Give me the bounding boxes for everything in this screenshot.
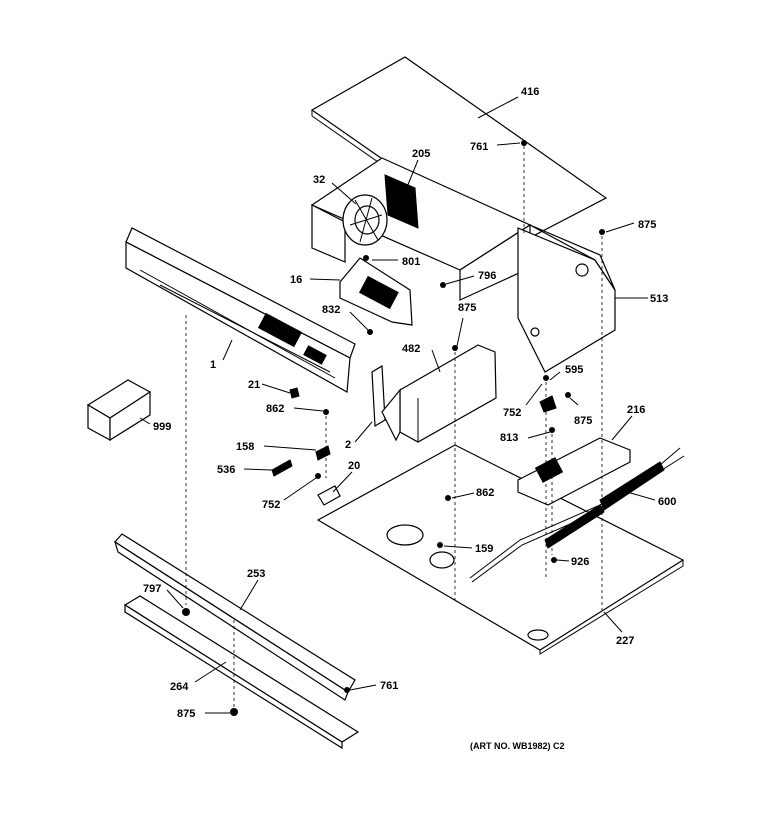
control-board bbox=[339, 257, 413, 326]
label-752: 752 bbox=[262, 499, 280, 511]
label-227: 227 bbox=[616, 635, 634, 647]
side-bracket bbox=[371, 364, 386, 428]
label-801: 801 bbox=[402, 256, 420, 268]
label-536: 536 bbox=[217, 464, 235, 476]
right-side-panel bbox=[517, 224, 616, 373]
label-999: 999 bbox=[153, 421, 171, 433]
label-216: 216 bbox=[627, 404, 645, 416]
label-264: 264 bbox=[170, 681, 189, 693]
label-832: 832 bbox=[322, 304, 340, 316]
label-1: 1 bbox=[210, 359, 216, 371]
label-813: 813 bbox=[500, 432, 518, 444]
label-416: 416 bbox=[521, 86, 539, 98]
control-panel-strip bbox=[125, 227, 356, 393]
label-21: 21 bbox=[248, 379, 260, 391]
label-862: 862 bbox=[476, 487, 494, 499]
blower-fan bbox=[342, 194, 388, 246]
label-862: 862 bbox=[266, 403, 284, 415]
label-797: 797 bbox=[143, 583, 161, 595]
label-205: 205 bbox=[412, 148, 430, 160]
vent-grille bbox=[384, 174, 419, 229]
label-159: 159 bbox=[475, 543, 493, 555]
label-16: 16 bbox=[290, 274, 302, 286]
label-513: 513 bbox=[650, 293, 668, 305]
art-number: (ART NO. WB1982) C2 bbox=[470, 741, 565, 751]
label-926: 926 bbox=[571, 556, 589, 568]
label-600: 600 bbox=[658, 496, 676, 508]
label-158: 158 bbox=[236, 441, 254, 453]
alignment-lines bbox=[185, 146, 603, 708]
label-20: 20 bbox=[348, 460, 360, 472]
label-761: 761 bbox=[470, 141, 488, 153]
label-875: 875 bbox=[458, 302, 476, 314]
label-796: 796 bbox=[478, 270, 496, 282]
part-labels: 416 761 205 32 875 801 16 796 513 832 87… bbox=[143, 86, 676, 751]
air-duct bbox=[381, 344, 497, 443]
label-482: 482 bbox=[402, 343, 420, 355]
label-2: 2 bbox=[345, 439, 351, 451]
bottom-trim bbox=[113, 533, 356, 701]
label-761: 761 bbox=[380, 680, 398, 692]
label-875: 875 bbox=[177, 708, 195, 720]
leader-lines bbox=[139, 96, 656, 714]
accessory-box bbox=[86, 379, 152, 442]
wire-harness bbox=[469, 447, 685, 583]
label-253: 253 bbox=[247, 568, 265, 580]
base-plate bbox=[316, 444, 685, 655]
label-32: 32 bbox=[313, 174, 325, 186]
bottom-rail bbox=[123, 595, 360, 750]
label-875: 875 bbox=[638, 219, 656, 231]
label-875: 875 bbox=[574, 415, 592, 427]
label-752: 752 bbox=[503, 407, 521, 419]
label-595: 595 bbox=[565, 364, 583, 376]
